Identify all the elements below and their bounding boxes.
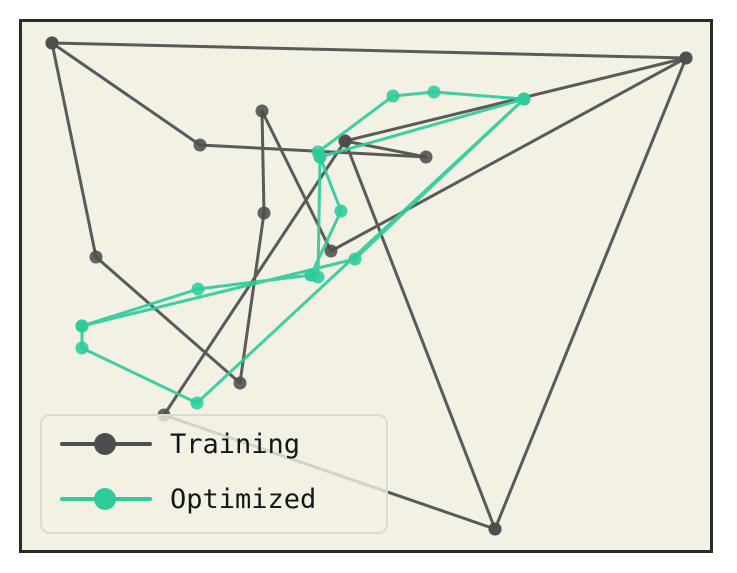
legend-marker-optimized-icon: [94, 488, 116, 510]
legend-label-training: Training: [170, 428, 301, 460]
legend-sample-optimized: [60, 488, 152, 510]
legend-entry-training[interactable]: Training: [60, 427, 300, 461]
legend: Training Optimized: [40, 414, 388, 534]
legend-sample-training: [60, 433, 152, 455]
legend-label-optimized: Optimized: [170, 483, 317, 515]
legend-entry-optimized[interactable]: Optimized: [60, 482, 316, 516]
legend-marker-training-icon: [94, 433, 116, 455]
